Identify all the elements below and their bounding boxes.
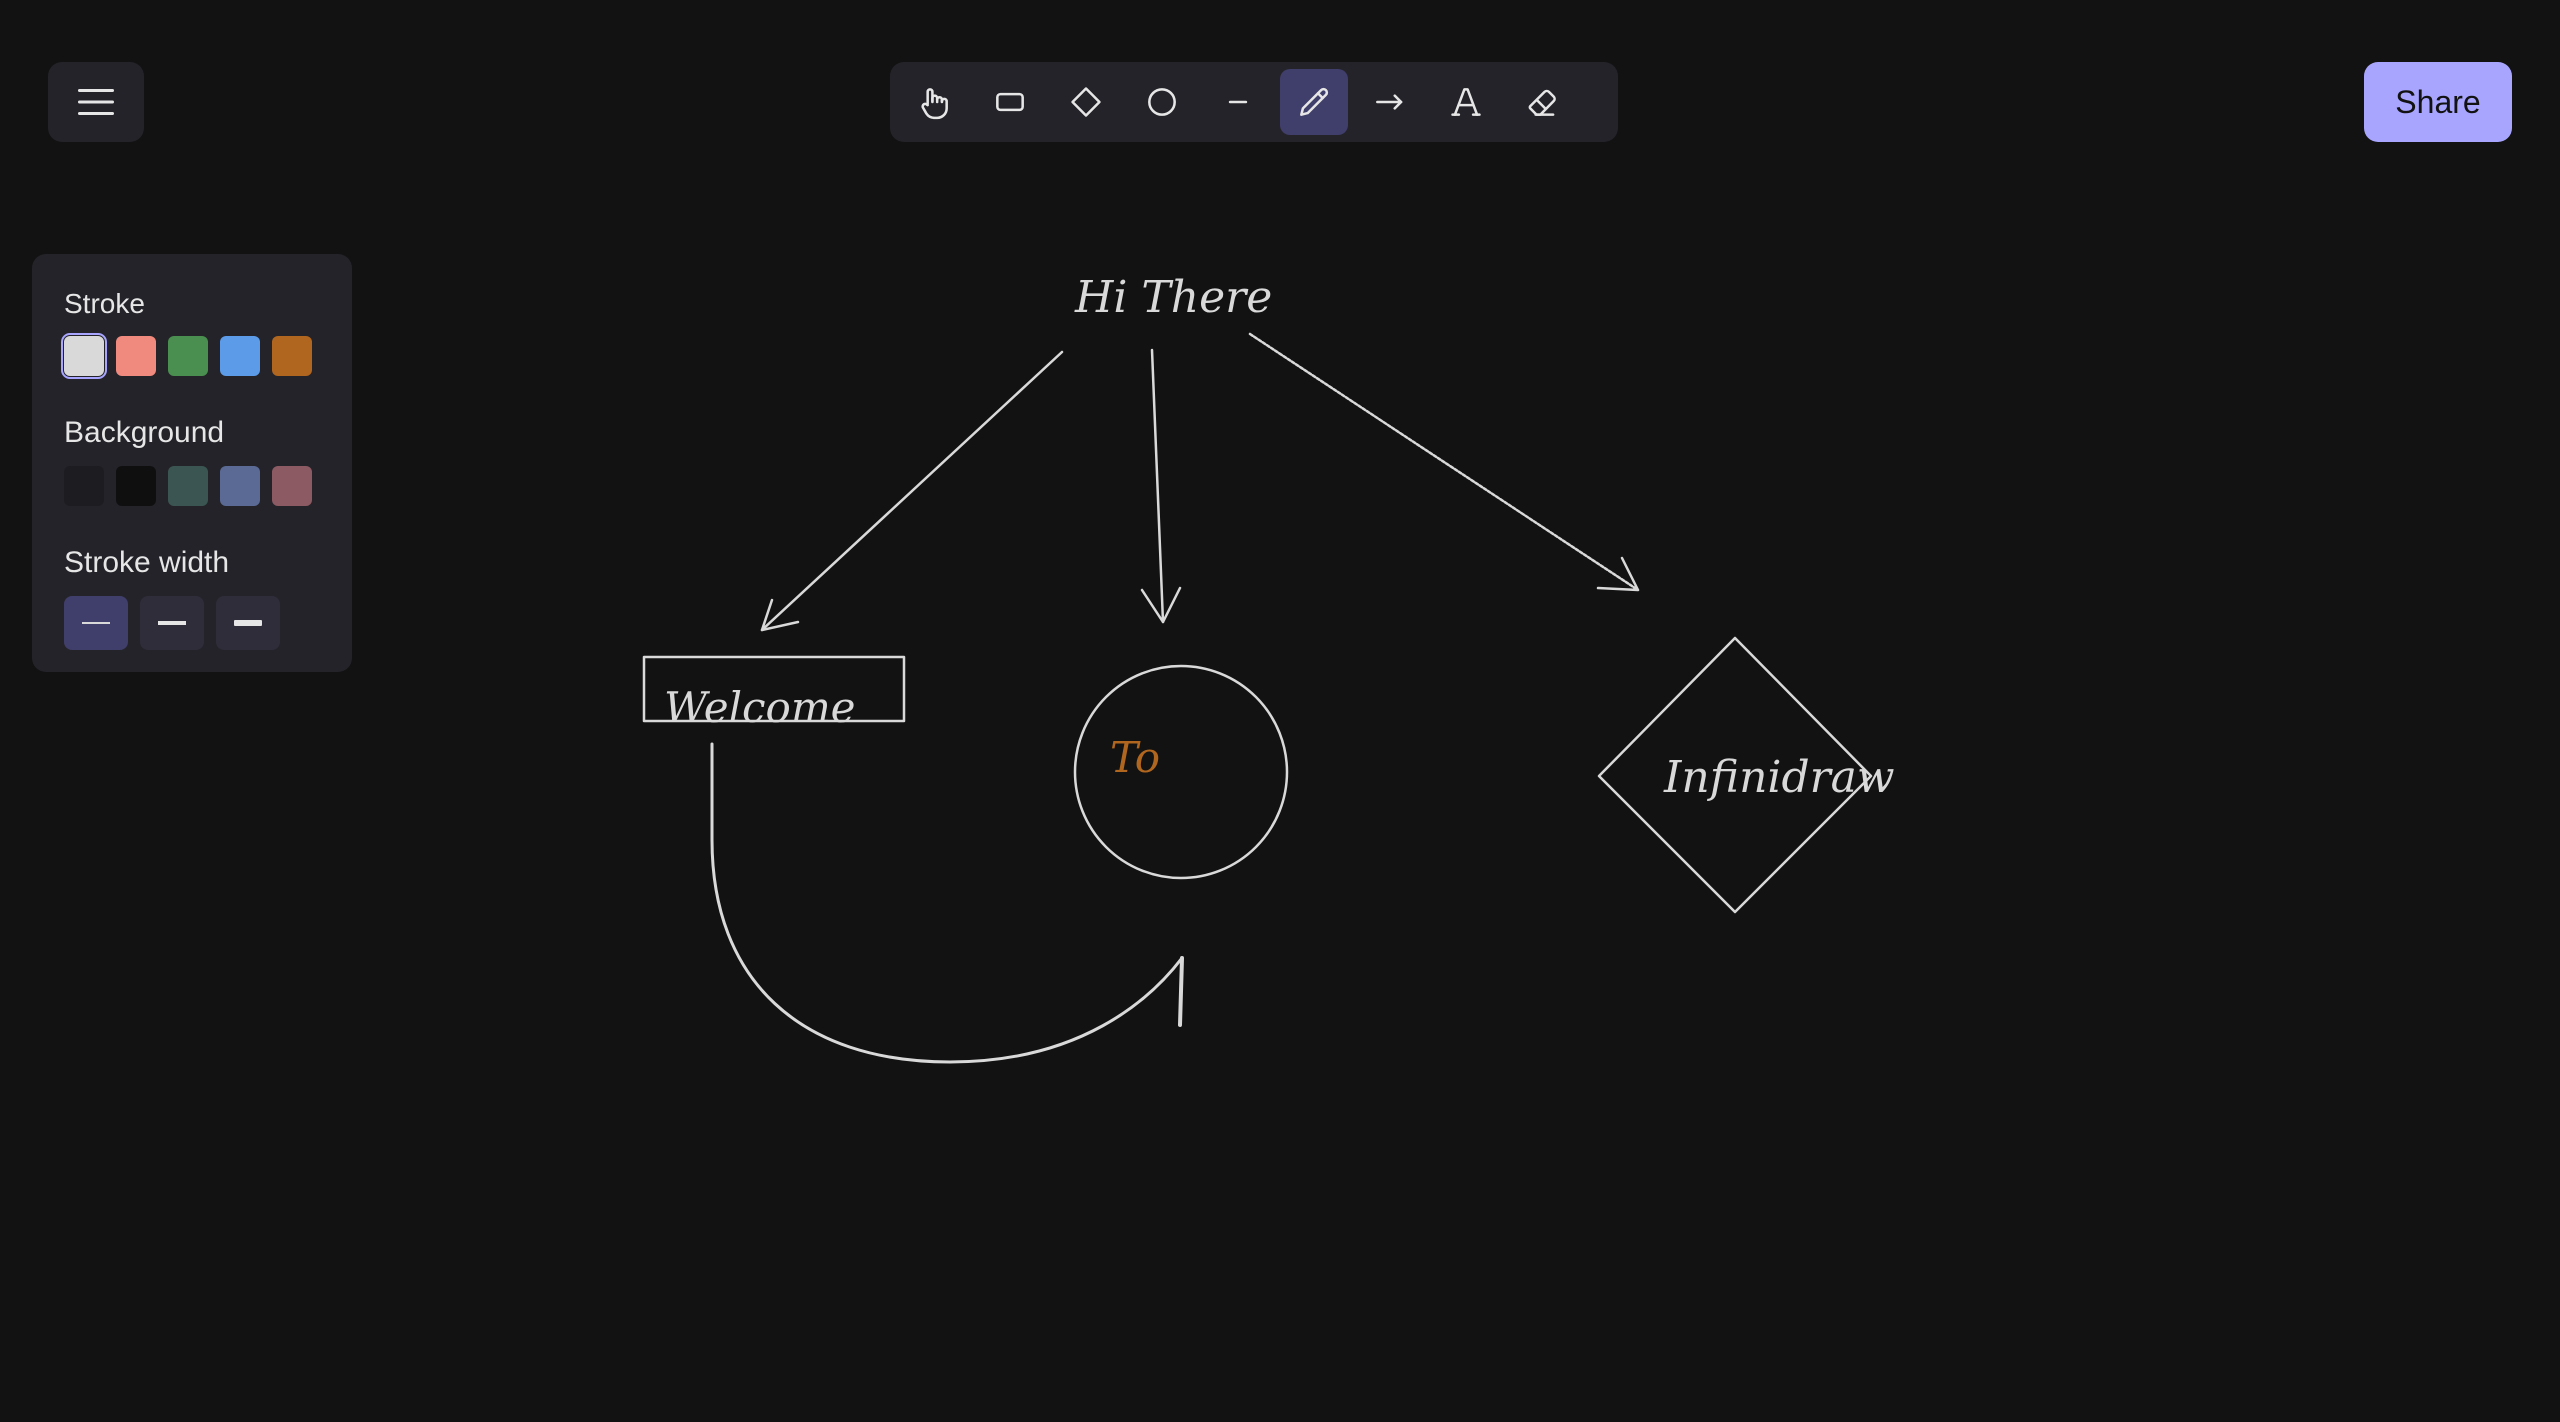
properties-panel: Stroke Background Stroke width: [32, 254, 352, 672]
stroke-label: Stroke: [64, 288, 145, 319]
text-icon: [1451, 88, 1481, 116]
hi-there-text[interactable]: Hi There: [1074, 272, 1272, 323]
menu-button[interactable]: [48, 62, 144, 142]
tool-diamond[interactable]: [1052, 69, 1120, 135]
welcome-text[interactable]: Welcome: [664, 683, 856, 732]
line-icon: [1228, 100, 1248, 104]
stroke-color-swatch[interactable]: [272, 336, 312, 376]
arrow-to-diamond[interactable]: [1248, 332, 1640, 592]
thin-line-icon: [82, 622, 110, 624]
medium-line-icon: [158, 621, 186, 625]
stroke-width-thin-button[interactable]: [64, 596, 128, 650]
tool-hand[interactable]: [900, 69, 968, 135]
rectangle-icon: [996, 92, 1024, 112]
circle-icon: [1148, 88, 1176, 116]
arrow-to-circle[interactable]: [1140, 348, 1182, 624]
arrow-icon: [1376, 94, 1403, 110]
tool-line[interactable]: [1204, 69, 1272, 135]
stroke-width-label: Stroke width: [64, 546, 230, 579]
infinidraw-text[interactable]: Infinidraw: [1663, 752, 1895, 803]
background-color-swatch[interactable]: [64, 466, 104, 506]
background-label: Background: [64, 416, 225, 449]
stroke-color-swatch[interactable]: [61, 333, 107, 379]
freehand-curve[interactable]: [710, 742, 1184, 1064]
stroke-color-swatch[interactable]: [116, 336, 156, 376]
tool-pencil[interactable]: [1280, 69, 1348, 135]
eraser-icon: [1528, 89, 1556, 116]
background-color-swatch[interactable]: [272, 466, 312, 506]
welcome-rectangle[interactable]: [642, 655, 906, 723]
tool-bar: [890, 62, 1618, 142]
hand-icon: [921, 88, 948, 120]
infinidraw-diamond[interactable]: [1597, 636, 1873, 914]
tool-rectangle[interactable]: [976, 69, 1044, 135]
thick-line-icon: [234, 620, 262, 626]
share-button[interactable]: Share: [2364, 62, 2512, 142]
to-text[interactable]: To: [1110, 733, 1160, 782]
hamburger-menu-icon: [78, 89, 114, 115]
stroke-width-row: [64, 596, 320, 650]
diamond-icon: [1071, 87, 1101, 117]
background-color-swatch[interactable]: [116, 466, 156, 506]
tool-eraser[interactable]: [1508, 69, 1576, 135]
background-color-swatch[interactable]: [168, 466, 208, 506]
stroke-color-swatch[interactable]: [168, 336, 208, 376]
tool-circle[interactable]: [1128, 69, 1196, 135]
stroke-width-medium-button[interactable]: [140, 596, 204, 650]
to-circle[interactable]: [1073, 664, 1289, 880]
stroke-color-swatch[interactable]: [220, 336, 260, 376]
tool-arrow[interactable]: [1356, 69, 1424, 135]
stroke-width-thick-button[interactable]: [216, 596, 280, 650]
arrow-to-welcome[interactable]: [760, 350, 1064, 632]
tool-text[interactable]: [1432, 69, 1500, 135]
stroke-color-row: [61, 333, 320, 379]
background-color-swatch[interactable]: [220, 466, 260, 506]
background-color-row: [64, 466, 320, 506]
pencil-icon: [1300, 87, 1329, 116]
